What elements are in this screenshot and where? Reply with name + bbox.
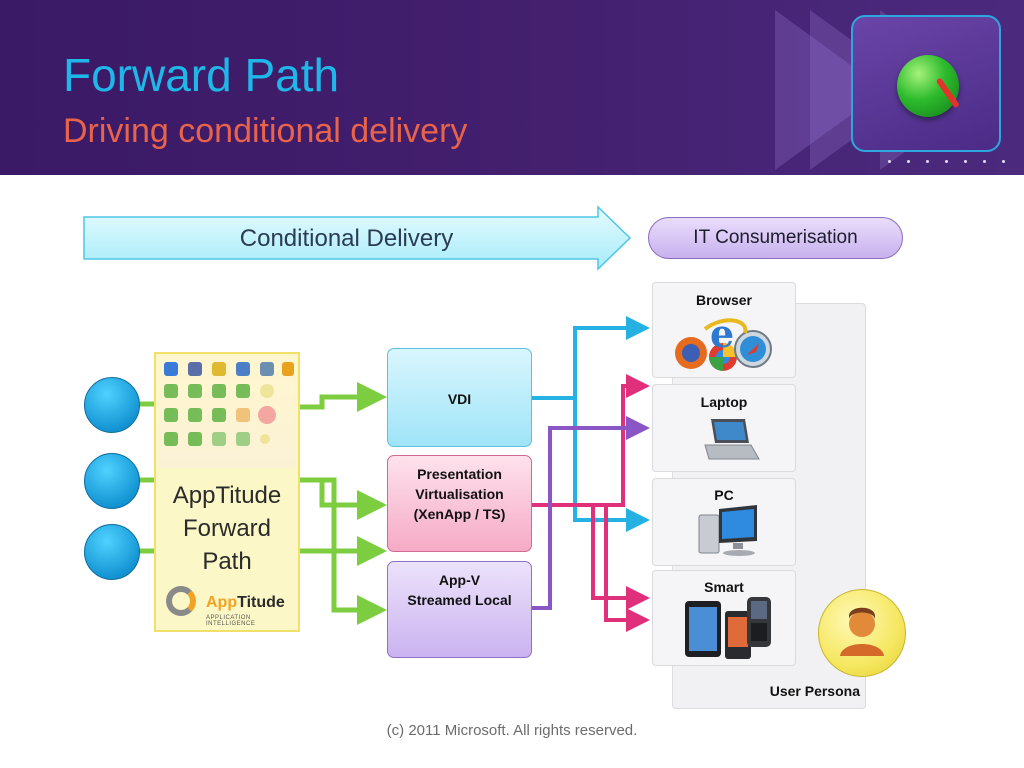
presentation-virtualisation-box: Presentation Virtualisation (XenApp / TS…	[387, 455, 532, 552]
decor-dot	[983, 160, 986, 163]
grid-cell	[188, 362, 202, 376]
smart-devices-icon	[685, 597, 771, 659]
source-node	[84, 453, 140, 509]
apptitude-label-line: Forward	[182, 515, 272, 542]
footer-copyright: (c) 2011 Microsoft. All rights reserved.	[386, 722, 638, 739]
pc-icon	[698, 505, 757, 556]
svg-text:e: e	[710, 311, 734, 356]
decor-dot	[1002, 160, 1005, 163]
grid-cell	[236, 362, 250, 376]
presentation-line: (XenApp / TS)	[413, 506, 506, 522]
conditional-delivery-label: Conditional Delivery	[239, 225, 454, 252]
appv-line: Streamed Local	[407, 592, 512, 608]
decor-dot	[888, 160, 891, 163]
device-label-smart: Smart	[704, 579, 744, 595]
grid-cell	[212, 362, 226, 376]
grid-cell	[188, 408, 202, 422]
connector-green	[300, 382, 387, 412]
grid-cell	[260, 384, 274, 398]
connector-cyan	[573, 398, 650, 532]
grid-cell	[164, 432, 178, 446]
header-band: Forward Path Driving conditional deliver…	[0, 0, 1024, 175]
device-laptop: Laptop	[652, 384, 796, 472]
vdi-box: VDI	[387, 348, 532, 447]
connector-cyan	[532, 316, 650, 400]
grid-cell	[188, 432, 202, 446]
clock-ball-icon	[897, 55, 959, 117]
grid-cell	[282, 362, 294, 376]
apptitude-panel: AppTitude Forward Path AppTitude APPLICA…	[154, 352, 300, 632]
apptitude-logo-icon	[166, 586, 196, 616]
source-node	[84, 377, 140, 433]
apptitude-label: AppTitude Forward Path	[156, 479, 298, 578]
presentation-line: Presentation	[417, 466, 502, 482]
browser-icons: e	[675, 311, 772, 371]
device-label-pc: PC	[714, 487, 734, 503]
grid-cell	[212, 408, 226, 422]
grid-cell	[258, 406, 276, 424]
apptitude-logo-text: AppTitude	[206, 594, 285, 612]
device-label-browser: Browser	[695, 292, 753, 308]
logo-tile	[851, 15, 1001, 152]
apptitude-label-line: AppTitude	[172, 482, 282, 509]
device-pc: PC	[652, 478, 796, 566]
grid-cell	[164, 384, 178, 398]
grid-cell	[260, 362, 274, 376]
source-node	[84, 524, 140, 580]
presentation-line: Virtualisation	[415, 486, 504, 502]
connector-green	[300, 477, 387, 625]
connector-purple	[532, 416, 650, 610]
grid-cell	[212, 432, 226, 446]
apptitude-label-line: Path	[202, 548, 252, 575]
apptitude-logo-text-b: Titude	[237, 594, 285, 611]
apptitude-logo-text-a: App	[206, 594, 238, 611]
grid-cell	[212, 384, 226, 398]
appv-line: App-V	[438, 572, 481, 588]
user-icon	[840, 607, 884, 656]
conditional-delivery-arrow	[83, 205, 632, 271]
device-smart: Smart	[652, 570, 796, 666]
decor-dot	[907, 160, 910, 163]
apptitude-logo-sub: APPLICATION INTELLIGENCE	[206, 615, 256, 627]
user-persona-avatar	[818, 589, 906, 677]
grid-cell	[164, 408, 178, 422]
connector-magenta	[532, 503, 650, 632]
connector-green	[300, 477, 387, 520]
grid-cell	[188, 384, 202, 398]
grid-cell	[236, 432, 250, 446]
grid-cell	[260, 434, 270, 444]
grid-cell	[236, 384, 250, 398]
decor-dot	[945, 160, 948, 163]
grid-cell	[236, 408, 250, 422]
app-v-box: App-V Streamed Local	[387, 561, 532, 658]
grid-cell	[164, 362, 178, 376]
laptop-icon	[704, 419, 760, 460]
device-browser: Browser e	[652, 282, 796, 378]
app-icon-grid	[158, 356, 296, 468]
slide-title: Forward Path	[63, 49, 340, 101]
it-consumerisation-pill: IT Consumerisation	[648, 217, 903, 259]
device-label-laptop: Laptop	[700, 394, 748, 410]
vdi-label: VDI	[447, 391, 472, 407]
user-persona-label: User Persona	[769, 683, 860, 699]
slide-subtitle: Driving conditional delivery	[63, 112, 468, 150]
decor-dot	[964, 160, 967, 163]
decor-dot	[926, 160, 929, 163]
